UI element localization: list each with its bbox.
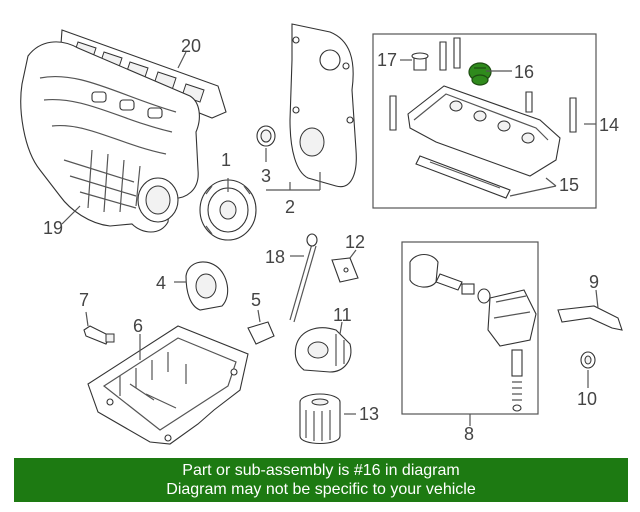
callout-17: 17 — [377, 50, 397, 70]
valve-cover-part — [389, 85, 577, 177]
grommet-part — [411, 37, 461, 71]
valve-cover-gasket-part — [415, 155, 511, 199]
engine-parts-diagram: 1 2 3 4 5 6 7 8 9 10 11 12 13 14 15 16 1… — [20, 23, 623, 445]
banner-line-part-number: Part or sub-assembly is #16 in diagram — [182, 462, 460, 479]
callout-9: 9 — [589, 272, 599, 292]
callout-7: 7 — [79, 290, 89, 310]
oil-filter-part — [299, 393, 341, 445]
part-notice-banner: Part or sub-assembly is #16 in diagram D… — [14, 458, 628, 502]
vvt-solenoid-part — [409, 253, 537, 412]
intake-manifold-part — [20, 41, 200, 233]
callout-4: 4 — [156, 273, 166, 293]
leader-lines — [61, 51, 599, 426]
callout-20: 20 — [181, 36, 201, 56]
callout-13: 13 — [359, 404, 379, 424]
callout-11: 11 — [333, 305, 352, 325]
small-seal-part — [580, 351, 596, 369]
sensor-part — [83, 325, 115, 345]
banner-line-disclaimer: Diagram may not be specific to your vehi… — [166, 481, 476, 498]
timing-bracket-part — [557, 305, 623, 331]
callout-1: 1 — [221, 150, 231, 170]
callout-10: 10 — [577, 389, 597, 409]
callout-15: 15 — [559, 175, 579, 195]
callout-6: 6 — [133, 316, 143, 336]
dipstick-part — [289, 233, 318, 323]
seal-housing-part — [185, 261, 229, 311]
callout-8: 8 — [464, 424, 474, 444]
bracket-part — [247, 321, 275, 345]
front-seal-part — [256, 125, 276, 147]
valve-cover-group-box — [372, 33, 597, 209]
callout-labels: 1 2 3 4 5 6 7 8 9 10 11 12 13 14 15 16 1… — [43, 36, 619, 444]
callout-2: 2 — [285, 197, 295, 217]
callout-14: 14 — [599, 115, 619, 135]
callout-19: 19 — [43, 218, 63, 238]
cover-plate-part — [331, 257, 359, 283]
callout-5: 5 — [251, 290, 261, 310]
oil-filter-housing-part — [294, 327, 352, 373]
callout-18: 18 — [265, 247, 285, 267]
oil-filler-cap-part — [468, 62, 492, 86]
oil-pan-part — [87, 325, 249, 445]
callout-16: 16 — [514, 62, 534, 82]
callout-12: 12 — [345, 232, 365, 252]
timing-cover-part — [289, 23, 357, 188]
callout-3: 3 — [261, 166, 271, 186]
